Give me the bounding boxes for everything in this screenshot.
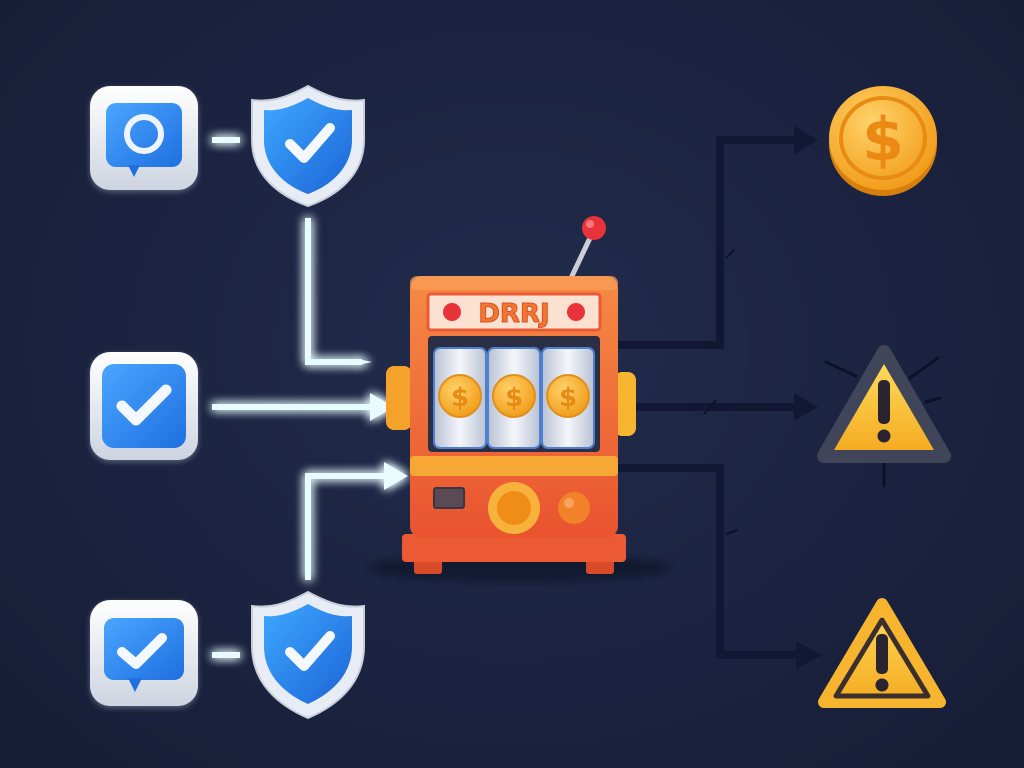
lever-knob[interactable] (582, 216, 606, 240)
connector-bottom-to-machine (305, 473, 388, 580)
warning-triangle-icon (876, 634, 888, 674)
side-knob-left (386, 366, 412, 430)
output-warning-bottom[interactable] (818, 598, 946, 708)
warning-triangle-icon (878, 380, 890, 424)
reel-coin-3: $ (546, 374, 590, 418)
line-tick-marks (703, 249, 739, 535)
connector-machine-to-warning-bottom (618, 464, 800, 659)
dollar-coin-icon: $ (862, 105, 904, 175)
machine-sign-text: DRRJ (478, 299, 549, 329)
checkmark-icon (285, 631, 335, 671)
checkbox-check-icon (102, 364, 186, 448)
output-arrowheads (794, 126, 822, 669)
reel-coin-1: $ (438, 374, 482, 418)
input-tile-top[interactable] (90, 86, 198, 192)
input-arrowheads (358, 359, 408, 490)
output-warning-middle[interactable] (817, 345, 951, 488)
arrowhead-coin-icon (794, 126, 818, 154)
spin-button[interactable] (558, 492, 590, 524)
output-connectors (618, 136, 800, 659)
output-coin[interactable]: $ (829, 86, 937, 196)
side-knob-right (614, 372, 636, 436)
chat-bubble-check-icon (104, 618, 184, 692)
input-connectors (212, 137, 388, 658)
crack-lines (824, 356, 942, 488)
reel-coin-2: $ (492, 374, 536, 418)
input-tile-middle[interactable] (90, 352, 198, 462)
reels: $ $ $ (433, 347, 595, 449)
arrowhead-warning-middle-icon (794, 393, 818, 421)
arrowhead-middle-icon (370, 393, 394, 421)
shield-check-bottom[interactable] (251, 590, 365, 720)
chat-bubble-circle-icon (106, 103, 182, 177)
arrowhead-top-icon (358, 359, 372, 365)
input-tile-bottom[interactable] (90, 600, 198, 708)
svg-text:$: $ (505, 383, 523, 413)
arrowhead-warning-bottom-icon (796, 641, 822, 669)
checkmark-icon (285, 123, 335, 163)
connector-machine-to-coin (618, 136, 800, 349)
coin-slot (433, 487, 465, 509)
shield-check-top[interactable] (251, 84, 365, 208)
svg-text:$: $ (451, 383, 469, 413)
svg-text:$: $ (559, 383, 577, 413)
lever[interactable] (569, 235, 593, 279)
connector-top-to-machine (305, 218, 362, 365)
slot-machine-icon[interactable]: DRRJ $ $ $ (370, 216, 670, 582)
arrowhead-bottom-icon (384, 462, 408, 490)
